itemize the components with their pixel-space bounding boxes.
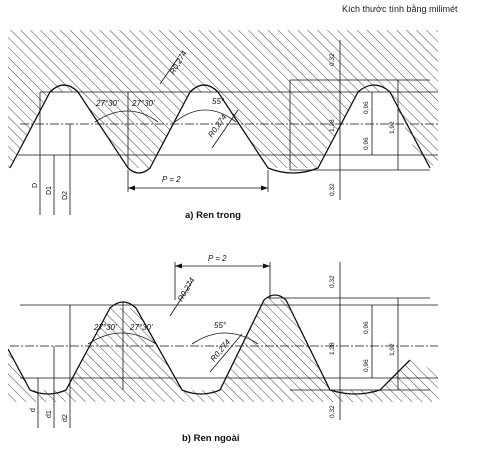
angle-arc-a2	[174, 109, 237, 123]
angle-right-a: 27°30'	[131, 99, 155, 108]
radius-bottom-a: R0,274	[206, 112, 228, 139]
dim-bottom-a: 0,32	[329, 183, 336, 196]
dim-bottom-b: 0,32	[329, 405, 336, 418]
radius-top-leader-b	[169, 281, 193, 317]
angle-arc-a	[94, 110, 159, 123]
external-thread-profile	[8, 294, 411, 395]
dim-h1-a: 0,96	[363, 101, 370, 114]
label-d1: d1	[46, 410, 53, 418]
angle-right-b: 27°30'	[129, 323, 153, 332]
radius-top-b: R0,274	[176, 276, 197, 303]
radius-bottom-leader-b	[209, 333, 243, 373]
angle-total-a: 55°	[212, 97, 225, 106]
radius-bottom-leader-a	[211, 109, 239, 149]
angle-arc-b	[87, 332, 157, 345]
angle-arc-b2	[191, 332, 259, 345]
dim-h2-b: 0,96	[363, 359, 370, 372]
figure-external-thread: d d1 d2 27°30' 27°30' 55° R0,274 R0,274 …	[8, 254, 438, 444]
label-D: D	[32, 183, 39, 188]
dim-total-a: 1,92	[389, 121, 396, 134]
dim-mid-a: 1,28	[329, 119, 336, 132]
label-d: d	[30, 408, 37, 412]
caption-b: b) Ren ngoài	[182, 433, 240, 444]
label-d2: d2	[62, 414, 69, 422]
dim-h2-a: 0,96	[363, 137, 370, 150]
pitch-label-a: P = 2	[162, 175, 181, 184]
dim-mid-b: 1,28	[329, 342, 336, 355]
external-thread-material	[8, 300, 438, 402]
angle-left-b: 27°30'	[93, 323, 117, 332]
label-D1: D1	[46, 186, 53, 195]
angle-left-a: 27°30'	[95, 99, 119, 108]
angle-total-b: 55°	[214, 321, 227, 330]
dim-top-a: 0,32	[329, 53, 336, 66]
units-note: Kích thước tính bằng milimét	[342, 4, 458, 14]
pitch-label-b: P = 2	[208, 254, 227, 263]
dim-h1-b: 0,96	[363, 321, 370, 334]
radius-top-leader-a	[159, 57, 179, 85]
label-D2: D2	[62, 191, 69, 200]
dim-total-b: 1,92	[389, 343, 396, 356]
dim-top-b: 0,32	[329, 275, 336, 288]
internal-thread-profile	[9, 84, 431, 174]
figure-internal-thread: D D1 D2 27°30' 27°30' 55° R0,274 R0,274 …	[8, 30, 438, 221]
caption-a: a) Ren trong	[185, 210, 241, 221]
